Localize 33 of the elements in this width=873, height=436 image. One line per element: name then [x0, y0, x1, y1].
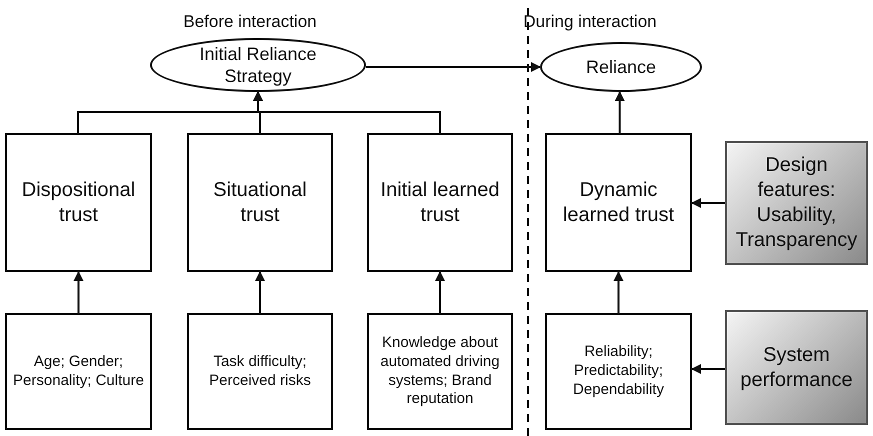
node-text: System performance [739, 342, 854, 392]
process-box [187, 133, 333, 272]
arrow [253, 91, 441, 133]
shaded-box [725, 310, 868, 425]
section-heading: Before interaction [182, 12, 318, 32]
node-text: Initial Reliance Strategy [198, 42, 318, 88]
node-text: Age; Gender; Personality; Culture [12, 352, 145, 390]
node-text: Reliance [586, 56, 656, 78]
node-text: Design features: Usability, Transparency [734, 153, 858, 253]
node-text: Dispositional trust [20, 178, 136, 228]
process-box [187, 313, 333, 430]
node-text: Situational trust [212, 178, 308, 228]
section-heading: During interaction [522, 12, 658, 32]
process-box [367, 313, 513, 430]
arrow [691, 364, 725, 374]
node-text: Initial learned trust [380, 178, 500, 228]
process-box [5, 133, 152, 272]
arrow [255, 271, 265, 313]
process-box [5, 313, 152, 430]
node-text: Dynamic learned trust [562, 178, 676, 228]
arrow [435, 271, 445, 313]
process-box [367, 133, 513, 272]
arrow [614, 271, 624, 313]
node-text: Knowledge about automated driving systems; Brand reputation [379, 334, 501, 409]
arrow [366, 62, 541, 72]
arrow [614, 91, 625, 133]
arrow [74, 271, 84, 313]
node-text: Reliability; Predictability; Dependability [572, 343, 665, 400]
process-box [545, 313, 692, 430]
shaded-box [725, 141, 868, 265]
arrow [691, 198, 725, 208]
node-text: Task difficulty; Perceived risks [208, 352, 312, 390]
process-box [545, 133, 692, 272]
